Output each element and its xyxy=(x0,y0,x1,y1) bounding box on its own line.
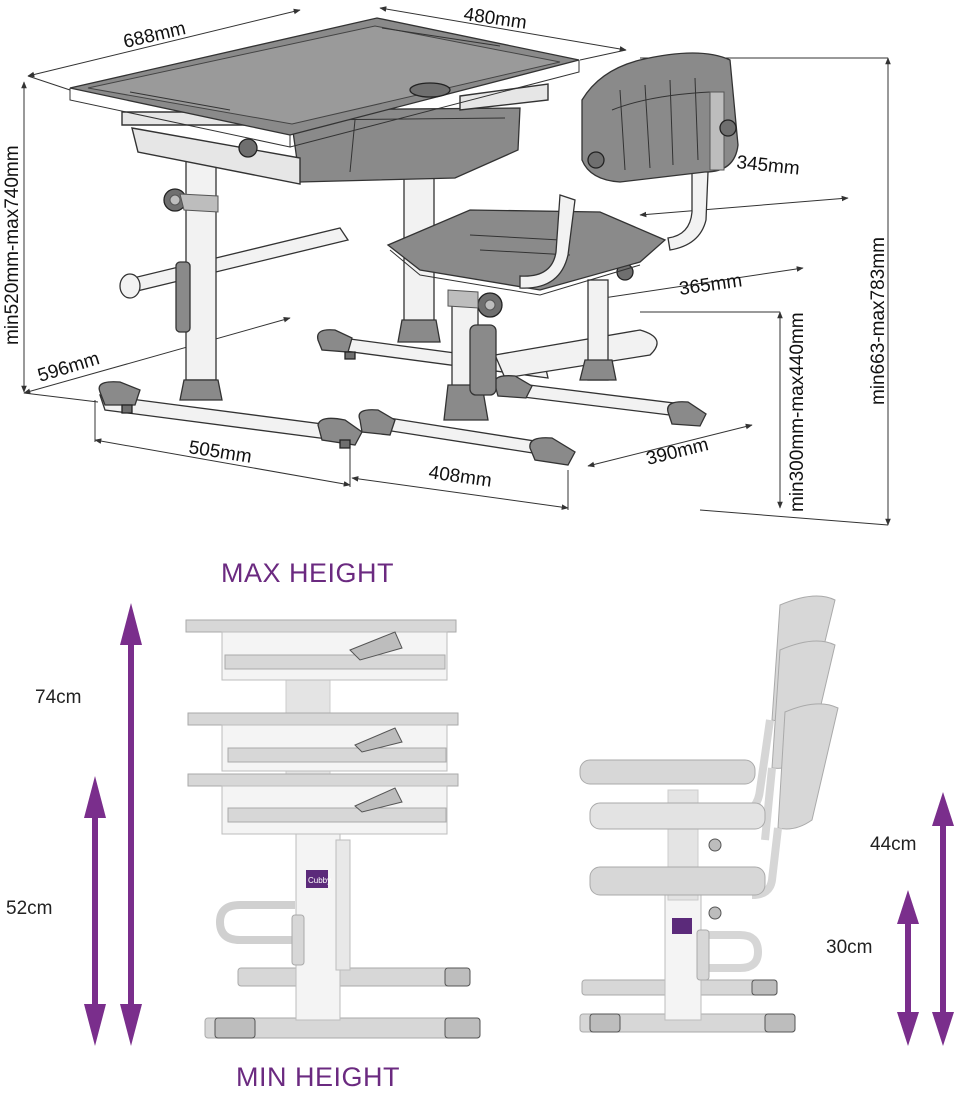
chair-seat-max xyxy=(579,759,756,785)
max-height-title: MAX HEIGHT xyxy=(221,558,394,588)
dim-seat-height: min300mm-max440mm xyxy=(787,312,808,512)
desk-top-max xyxy=(185,619,457,681)
desk-min-arrow xyxy=(84,776,106,1046)
dim-seat-depth: 345mm xyxy=(735,152,800,180)
chair-seat-mid xyxy=(589,802,766,830)
chair-side-views xyxy=(579,595,839,1033)
desk-max-height-label: 74cm xyxy=(35,687,81,708)
brand-badge-text: Cubby xyxy=(308,876,331,885)
desk-top-min xyxy=(187,773,459,835)
chair-backrest xyxy=(581,52,739,183)
desk-max-arrow xyxy=(120,603,142,1046)
brand-badge xyxy=(306,870,328,888)
dimension-lines xyxy=(21,6,891,526)
chair-footrest xyxy=(494,329,658,379)
desk-footrest-bar xyxy=(123,227,350,293)
dim-chair-base-width: 390mm xyxy=(644,434,711,470)
dim-desk-height: min520mm-max740mm xyxy=(2,145,23,345)
dim-chair-base-depth: 408mm xyxy=(427,462,493,492)
dim-leg-span: 596mm xyxy=(35,348,102,387)
chair-min-height-label: 30cm xyxy=(826,937,872,958)
chair-max-arrow xyxy=(932,792,954,1046)
height-comparison: MAX HEIGHT MIN HEIGHT 74cm 52cm 44cm 30c… xyxy=(6,558,954,1092)
chair-drawing xyxy=(358,52,739,466)
min-height-title: MIN HEIGHT xyxy=(236,1062,400,1092)
isometric-drawing: 688mm 480mm min520mm-max740mm 596mm 505m… xyxy=(2,4,891,526)
dim-desk-width: 688mm xyxy=(121,18,187,53)
dim-total-height: min663-max783mm xyxy=(868,237,889,405)
chair-max-height-label: 44cm xyxy=(870,834,916,855)
chair-seat-min xyxy=(589,866,766,896)
dim-base-depth: 505mm xyxy=(187,437,253,468)
dim-desk-depth: 480mm xyxy=(462,4,528,34)
desk-min-height-label: 52cm xyxy=(6,898,52,919)
desk-top-mid xyxy=(187,712,459,772)
desk-side-views: Cubby xyxy=(185,619,481,1039)
dim-seat-width: 365mm xyxy=(678,270,744,300)
chair-seat xyxy=(386,209,667,291)
chair-min-arrow xyxy=(897,890,919,1046)
